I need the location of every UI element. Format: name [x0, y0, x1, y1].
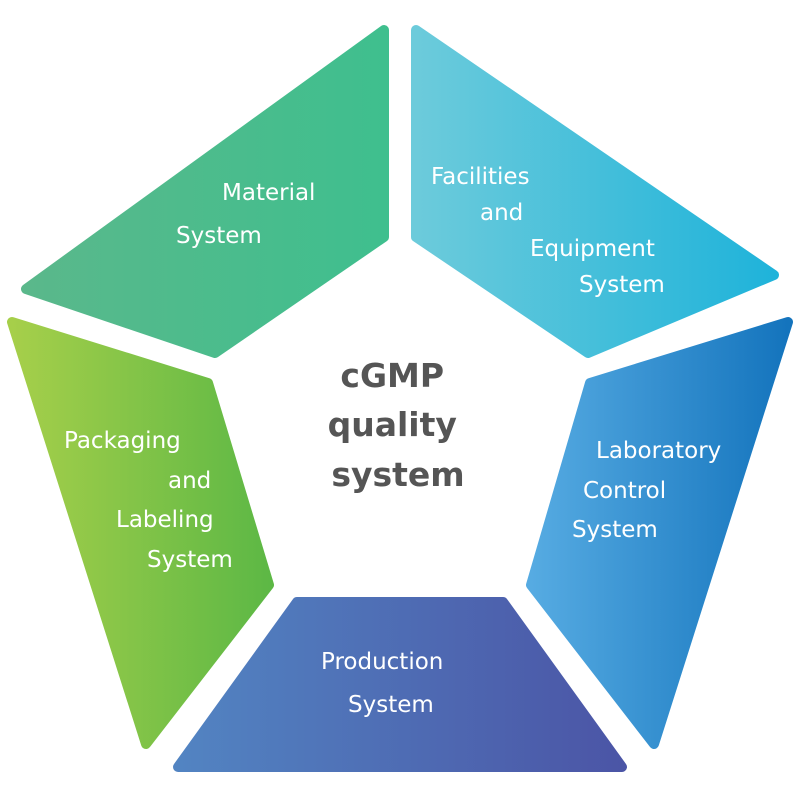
center-title: cGMP quality system — [328, 356, 469, 494]
segment-laboratory-shape — [526, 317, 793, 749]
segment-material-shape — [21, 25, 389, 358]
segment-facilities-system: Facilities and Equipment System — [411, 25, 779, 358]
segment-laboratory-label: Laboratory Control System — [572, 438, 729, 543]
segment-production-system: Production System — [173, 597, 627, 772]
segment-packaging-label: Packaging and Labeling System — [64, 428, 233, 573]
segment-production-shape — [173, 597, 627, 772]
segment-packaging-shape — [7, 317, 274, 749]
segment-material-system: Material System — [21, 25, 389, 358]
segment-facilities-label: Facilities and Equipment System — [431, 164, 665, 298]
segment-laboratory-system: Laboratory Control System — [526, 317, 793, 749]
segment-facilities-shape — [411, 25, 779, 358]
segment-material-label: Material System — [176, 180, 323, 249]
segment-packaging-system: Packaging and Labeling System — [7, 317, 274, 749]
segment-production-label: Production System — [321, 649, 451, 718]
